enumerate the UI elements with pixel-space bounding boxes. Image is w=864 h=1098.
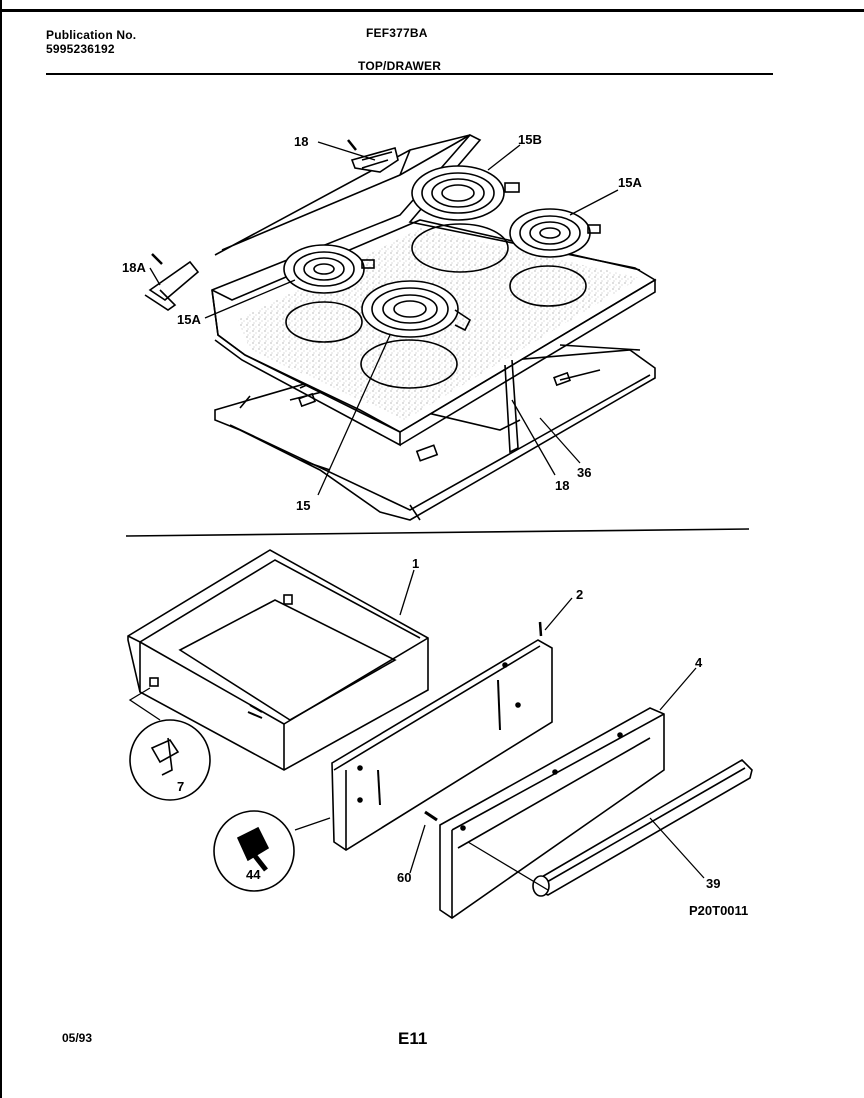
drawer-assembly bbox=[127, 549, 753, 919]
page-left-border bbox=[0, 0, 2, 1098]
drawer-rear-panel bbox=[331, 639, 553, 851]
section-title: TOP/DRAWER bbox=[358, 59, 442, 73]
callout-60: 60 bbox=[397, 870, 411, 885]
callout-18-bottom: 18 bbox=[555, 478, 569, 493]
surface-element-15A-left bbox=[283, 244, 375, 294]
callout-15A-left: 15A bbox=[177, 312, 201, 327]
detail-circle-7 bbox=[129, 719, 211, 801]
callout-18A: 18A bbox=[122, 260, 146, 275]
callout-15: 15 bbox=[296, 498, 310, 513]
callout-15B: 15B bbox=[518, 132, 542, 147]
callout-2: 2 bbox=[576, 587, 583, 602]
callout-39: 39 bbox=[706, 876, 720, 891]
leader-lines-bottom bbox=[128, 569, 705, 891]
surface-element-15 bbox=[361, 280, 472, 338]
callout-36: 36 bbox=[577, 465, 591, 480]
figure-id: P20T0011 bbox=[689, 903, 749, 918]
model-number: FEF377BA bbox=[366, 26, 428, 40]
screw-60 bbox=[424, 810, 438, 822]
callout-7: 7 bbox=[177, 779, 184, 794]
drawer-front-panel bbox=[439, 707, 665, 919]
footer-date: 05/93 bbox=[62, 1031, 93, 1045]
header-rule bbox=[46, 73, 773, 75]
page-number: E11 bbox=[398, 1029, 428, 1048]
surface-element-15A-right bbox=[509, 208, 601, 258]
publication-number: 5995236192 bbox=[46, 42, 115, 56]
callout-18-top: 18 bbox=[294, 134, 308, 149]
cooktop-assembly bbox=[144, 134, 657, 521]
callout-4: 4 bbox=[695, 655, 703, 670]
leader-lines-top bbox=[149, 141, 619, 496]
surface-element-15B bbox=[411, 165, 520, 221]
page-top-border bbox=[0, 0, 864, 12]
section-divider bbox=[125, 528, 750, 537]
callout-1: 1 bbox=[412, 556, 419, 571]
drawer-box bbox=[127, 549, 429, 771]
hinge-bracket-18A bbox=[144, 253, 200, 311]
callout-44: 44 bbox=[246, 867, 261, 882]
hinge-bracket-18 bbox=[347, 139, 399, 173]
publication-label: Publication No. bbox=[46, 28, 137, 42]
detail-circle-44 bbox=[213, 810, 295, 892]
screw-top bbox=[538, 621, 543, 637]
callout-15A-right: 15A bbox=[618, 175, 642, 190]
